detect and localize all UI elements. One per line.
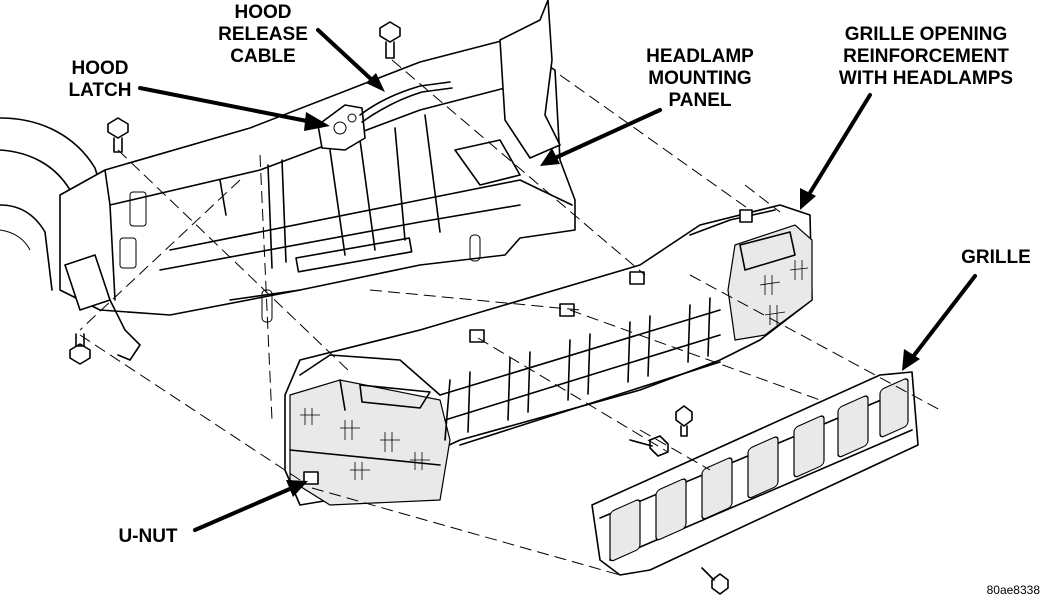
bolt-lower-left [69,333,91,365]
grille [591,371,919,576]
svg-text:HEADLAMP: HEADLAMP [646,46,754,67]
label-u-nut: U-NUT [118,480,308,547]
grille-opening-reinforcement [284,204,813,506]
label-headlamp-mounting-panel: HEADLAMP MOUNTING PANEL [540,46,754,166]
hood-latch [317,104,366,151]
svg-text:PANEL: PANEL [669,90,732,111]
svg-text:U-NUT: U-NUT [118,526,177,547]
svg-text:RELEASE: RELEASE [218,24,308,45]
bolt-grille-bottom [701,567,729,595]
headlamp-mounting-panel [59,0,576,361]
svg-text:GRILLE: GRILLE [961,247,1031,268]
svg-text:HOOD: HOOD [235,2,292,23]
figure-id: 80ae8338 [987,583,1041,597]
hood-release-cable [359,81,453,123]
alignment-lines [79,59,941,576]
svg-text:CABLE: CABLE [230,46,295,67]
svg-text:LATCH: LATCH [69,80,132,101]
label-hood-release-cable: HOOD RELEASE CABLE [218,2,385,92]
bolt-upper-center [379,21,401,59]
bolt-upper-left [107,117,129,153]
left-fender [0,117,109,291]
svg-text:WITH HEADLAMPS: WITH HEADLAMPS [839,68,1013,89]
svg-text:REINFORCEMENT: REINFORCEMENT [843,46,1009,67]
label-grille-opening-reinforcement: GRILLE OPENING REINFORCEMENT WITH HEADLA… [800,24,1013,210]
svg-text:HOOD: HOOD [72,58,129,79]
grille-slots [609,378,909,562]
svg-text:GRILLE OPENING: GRILLE OPENING [845,24,1008,45]
label-hood-latch: HOOD LATCH [69,58,330,131]
bolt-grille-top [675,405,693,437]
bolt-center [629,435,669,457]
svg-text:MOUNTING: MOUNTING [648,68,751,89]
label-grille: GRILLE [902,247,1031,371]
